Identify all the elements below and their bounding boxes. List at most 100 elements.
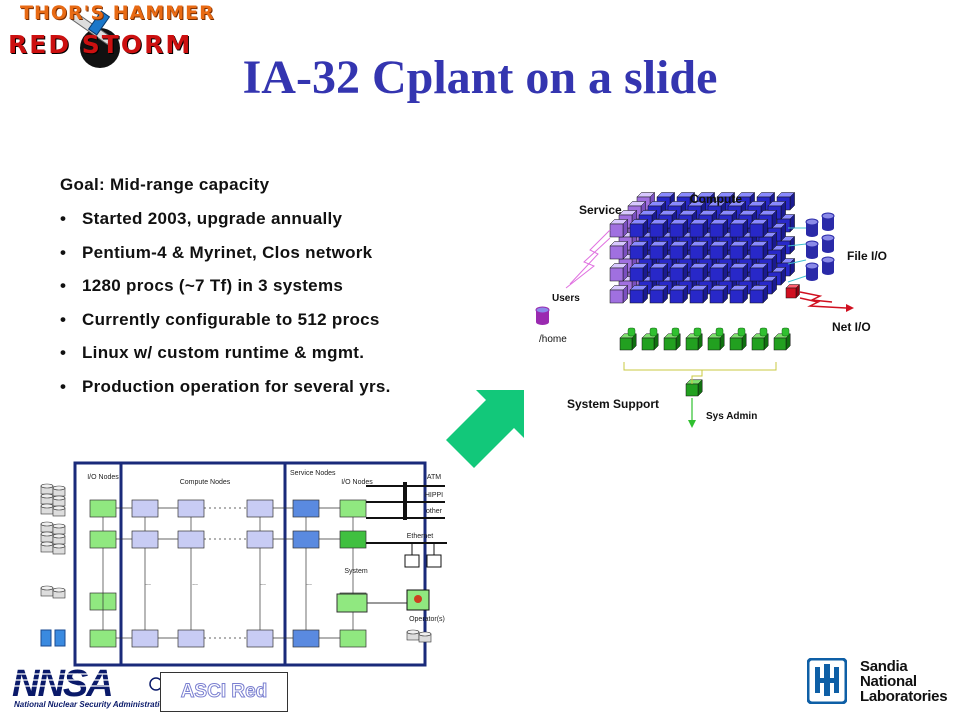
users-link — [569, 229, 611, 285]
thors-hammer-logo — [8, 2, 213, 68]
asci-node — [89, 530, 117, 549]
service-nodes-label: Service Nodes — [290, 470, 336, 477]
file-io-disk-base — [806, 231, 818, 237]
compute-node — [709, 267, 724, 282]
support-disk — [781, 327, 790, 337]
support-node — [663, 337, 677, 351]
service-node — [609, 289, 624, 304]
compute-node — [669, 289, 684, 304]
storage-disk — [418, 631, 432, 637]
sys-admin-node — [685, 383, 699, 397]
system-frame — [73, 461, 427, 667]
sandia-line: Sandia — [860, 658, 908, 675]
service-node — [609, 267, 624, 282]
asci-node — [89, 629, 117, 648]
compute-node — [749, 245, 764, 260]
file-io-disk-base — [806, 275, 818, 281]
bullet-item: •Pentium-4 & Myrinet, Clos network — [60, 242, 373, 262]
compute-node — [629, 245, 644, 260]
ellipsis-text: ... — [306, 580, 312, 587]
cplant-diagram: Compute Service File I/O Users /home Net… — [520, 180, 940, 430]
asci-node — [177, 499, 205, 518]
bullet-item: •Currently configurable to 512 procs — [60, 309, 380, 329]
storage-disk — [52, 587, 66, 593]
support-node — [619, 337, 633, 351]
tape-icon — [54, 629, 66, 647]
file-io-disk-base — [806, 253, 818, 259]
storage-disk — [40, 541, 54, 547]
file-io-disk-base — [822, 247, 834, 253]
ethernet-label: Ethernet — [406, 533, 434, 540]
asci-node — [246, 629, 274, 648]
support-disk — [627, 327, 636, 337]
sandia-thunderbird-icon — [807, 658, 847, 704]
support-disk — [671, 327, 680, 337]
compute-node — [689, 267, 704, 282]
storage-disk — [406, 629, 420, 635]
file-io-disk — [821, 256, 835, 264]
io-nodes-right-label: I/O Nodes — [341, 479, 373, 486]
support-disk — [649, 327, 658, 337]
file-io-disk — [805, 218, 819, 226]
storage-disk — [40, 521, 54, 527]
compute-node — [709, 223, 724, 238]
other-label: other — [426, 508, 442, 515]
asci-red-graphic — [40, 461, 447, 667]
slide-title: IA-32 Cplant on a slide — [242, 51, 718, 104]
storage-disk — [52, 533, 66, 539]
compute-node — [669, 267, 684, 282]
file-io-disk — [821, 234, 835, 242]
asci-node — [292, 530, 320, 549]
storage-disk — [52, 543, 66, 549]
asci-node — [177, 629, 205, 648]
net-io-line — [799, 297, 847, 309]
support-bus — [623, 362, 777, 371]
nnsa-logo: NNSA — [10, 662, 170, 712]
red-storm-text: RED STORM — [8, 30, 193, 59]
file-io-label: File I/O — [847, 249, 888, 263]
asci-node — [131, 530, 159, 549]
system-support-label: System Support — [567, 397, 660, 411]
support-node — [707, 337, 721, 351]
nnsa-mark-icon: NNSA — [10, 663, 163, 702]
bullet-item: •Linux w/ custom runtime & mgmt. — [60, 343, 365, 363]
support-node — [641, 337, 655, 351]
file-io-disk — [805, 240, 819, 248]
compute-node — [729, 223, 744, 238]
ellipsis-text: ... — [145, 580, 151, 587]
compute-node — [749, 289, 764, 304]
file-io-link — [787, 275, 807, 283]
compute-node — [649, 267, 664, 282]
support-disk — [715, 327, 724, 337]
storage-disk — [40, 531, 54, 537]
nnsa-caption: National Nuclear Security Administration — [14, 700, 170, 709]
ellipsis-text: ... — [192, 580, 198, 587]
compute-nodes-label: Compute Nodes — [179, 479, 231, 486]
home-label: /home — [539, 334, 567, 345]
compute-node — [649, 245, 664, 260]
support-node — [685, 337, 699, 351]
green-arrow-icon — [446, 390, 524, 468]
operators-label: Operator(s) — [409, 616, 445, 623]
system-label: System — [344, 568, 368, 575]
file-io-disk-base — [822, 269, 834, 275]
file-io-disk — [821, 212, 835, 220]
users-link — [565, 237, 611, 289]
sandia-text: Sandia National Laboratories — [860, 658, 948, 704]
compute-node — [729, 267, 744, 282]
support-node — [751, 337, 765, 351]
compute-node — [669, 223, 684, 238]
asci-node — [246, 499, 274, 518]
cplant-graphic — [535, 191, 854, 428]
io-nodes-left-label: I/O Nodes — [87, 474, 119, 481]
compute-node — [649, 223, 664, 238]
compute-node — [629, 267, 644, 282]
file-io-disk-base — [822, 225, 834, 231]
compute-node — [629, 223, 644, 238]
goal-heading: Goal: Mid-range capacity — [60, 175, 270, 194]
compute-node — [729, 245, 744, 260]
workstation-icon — [426, 554, 442, 568]
asci-node — [292, 629, 320, 648]
ellipsis-text: ... — [260, 580, 266, 587]
compute-node — [689, 245, 704, 260]
